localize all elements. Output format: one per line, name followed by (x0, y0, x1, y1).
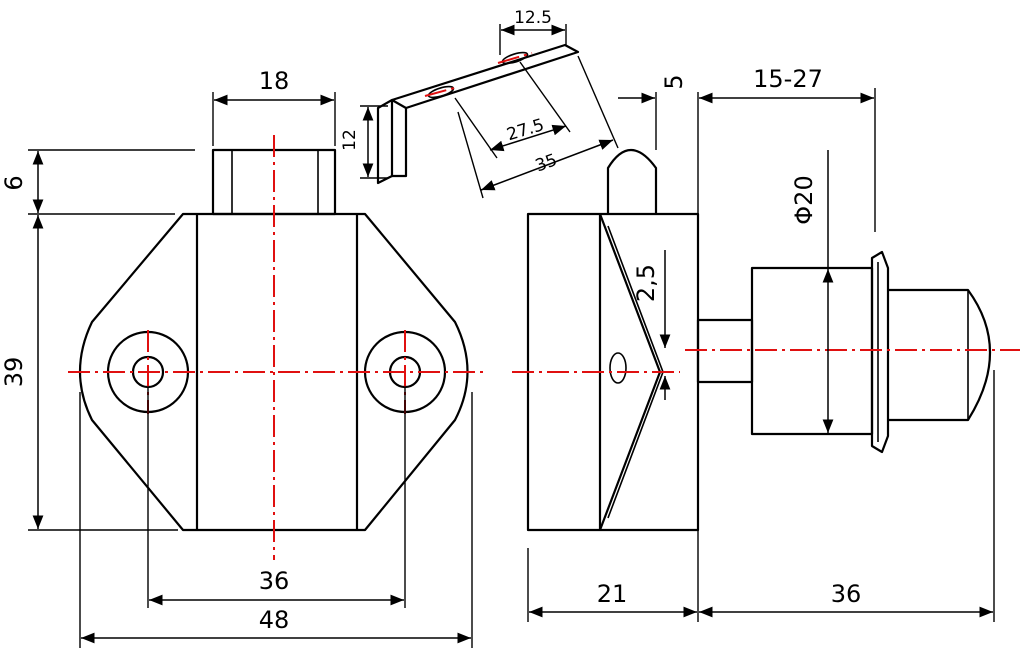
dim-line-35 (480, 139, 614, 191)
plunger-cap (888, 288, 991, 422)
dim-label-27-5: 27.5 (505, 115, 547, 145)
dim-label-6: 6 (0, 175, 28, 190)
side-view: 5 15-27 Φ20 2,5 21 36 (512, 65, 1020, 622)
front-body-outline (78, 212, 469, 532)
dim-label-36-front: 36 (259, 567, 290, 595)
dim-label-21: 21 (597, 580, 628, 608)
bracket-horizontal-plate (391, 43, 580, 110)
side-hole (609, 352, 627, 384)
dim-label-36-side: 36 (831, 580, 862, 608)
plunger-flange (870, 250, 890, 454)
dim-label-39: 39 (0, 357, 28, 388)
side-top-button (606, 149, 658, 214)
dim-label-phi20: Φ20 (790, 175, 818, 224)
dim-label-12: 12 (340, 129, 360, 151)
dim-label-5: 5 (660, 74, 688, 89)
dim-label-2-5: 2,5 (632, 264, 660, 302)
dim-label-48: 48 (259, 606, 290, 634)
bracket-view: 12.5 12 27.5 35 (340, 8, 619, 199)
dim-label-12-5: 12.5 (514, 8, 552, 28)
dim-label-15-27: 15-27 (753, 65, 823, 93)
dim-label-35: 35 (533, 150, 560, 176)
bracket-vertical-plate (376, 98, 394, 185)
dim-label-18: 18 (259, 67, 290, 95)
front-view: 18 6 39 36 48 (0, 67, 485, 648)
